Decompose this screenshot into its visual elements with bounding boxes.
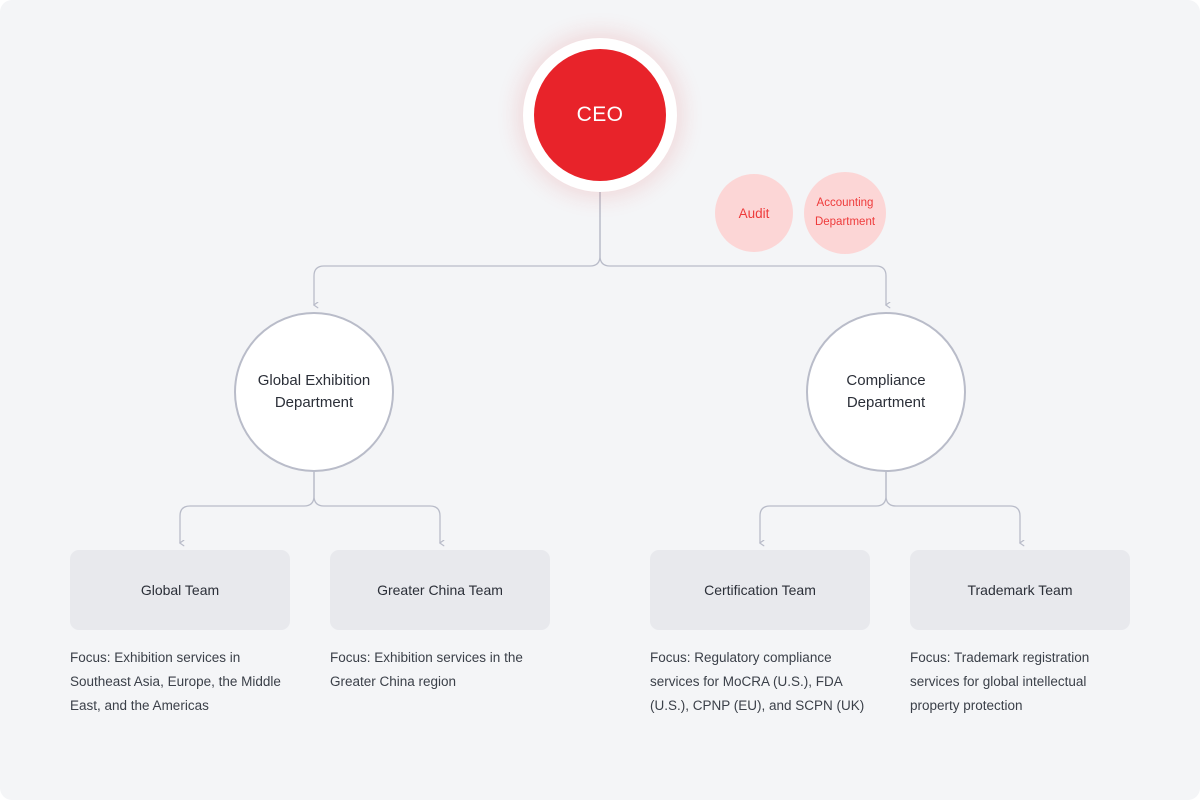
node-global-exhibition-department[interactable]: Global Exhibition Department <box>234 312 394 472</box>
team-column-certification: Certification Team Focus: Regulatory com… <box>650 550 870 718</box>
node-greater-china-team[interactable]: Greater China Team <box>330 550 550 630</box>
greater-china-team-label: Greater China Team <box>377 582 503 598</box>
team-column-trademark: Trademark Team Focus: Trademark registra… <box>910 550 1130 718</box>
node-trademark-team[interactable]: Trademark Team <box>910 550 1130 630</box>
trademark-team-description: Focus: Trademark registration services f… <box>910 650 1090 714</box>
global-team-description: Focus: Exhibition services in Southeast … <box>70 650 281 714</box>
node-global-team[interactable]: Global Team <box>70 550 290 630</box>
edge-compliance-to-trademark-team <box>885 471 1020 543</box>
certification-team-description: Focus: Regulatory compliance services fo… <box>650 650 865 714</box>
global-exhibition-department-label: Global Exhibition Department <box>257 371 371 412</box>
node-accounting-department[interactable]: Accounting Department <box>804 172 886 254</box>
edge-global-to-greater-china-team <box>313 471 440 543</box>
accounting-department-label: Accounting Department <box>814 197 876 228</box>
edge-global-to-global-team <box>180 471 315 543</box>
ceo-circle: CEO <box>534 49 666 181</box>
greater-china-team-description: Focus: Exhibition services in the Greate… <box>330 650 523 690</box>
audit-label: Audit <box>738 205 770 221</box>
global-team-label: Global Team <box>140 582 220 598</box>
compliance-department-label: Compliance Department <box>846 371 926 412</box>
team-column-greater-china: Greater China Team Focus: Exhibition ser… <box>330 550 550 694</box>
ceo-label: CEO <box>576 103 624 126</box>
edge-ceo-to-global <box>314 191 601 305</box>
node-ceo[interactable]: CEO <box>523 38 677 192</box>
node-certification-team[interactable]: Certification Team <box>650 550 870 630</box>
certification-team-label: Certification Team <box>704 582 816 598</box>
node-audit[interactable]: Audit <box>715 174 793 252</box>
trademark-team-label: Trademark Team <box>967 582 1073 598</box>
team-column-global: Global Team Focus: Exhibition services i… <box>70 550 290 718</box>
node-compliance-department[interactable]: Compliance Department <box>806 312 966 472</box>
edge-compliance-to-certification-team <box>760 471 887 543</box>
